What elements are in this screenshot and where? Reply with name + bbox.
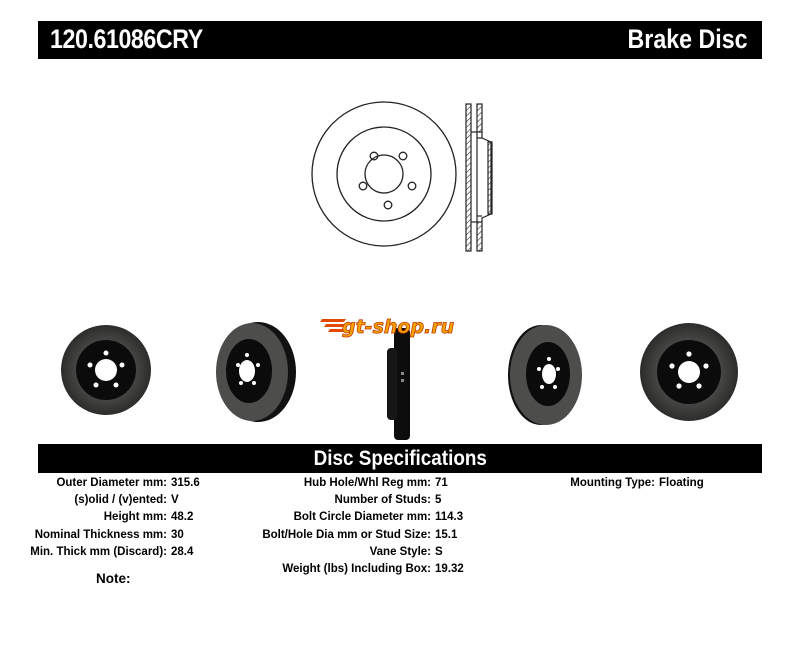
spec-value: 19.32 <box>435 562 464 575</box>
spec-value: 114.3 <box>435 511 464 524</box>
spec-label: Mounting Type: <box>570 477 655 489</box>
spec-row: Number of Studs: 5 <box>0 492 442 509</box>
spec-row: Mounting Type: Floating <box>0 475 703 492</box>
disc-photo-front-icon <box>61 325 151 415</box>
spec-value: 28.4 <box>171 545 194 558</box>
spec-value: V <box>171 494 179 507</box>
spec-label: Min. Thick mm (Discard): <box>30 545 167 558</box>
spec-label: Bolt/Hole Dia mm or Stud Size: <box>262 528 431 541</box>
spec-row: Outer Diameter mm: 315.6 <box>0 475 199 492</box>
technical-drawing <box>311 101 493 252</box>
spec-row: Weight (lbs) Including Box: 19.32 <box>0 561 463 578</box>
spec-row: Bolt Circle Diameter mm: 114.3 <box>0 509 464 526</box>
spec-label: Number of Studs: <box>334 494 431 507</box>
watermark-logo: gt-shop.ru <box>320 316 455 338</box>
product-type: Brake Disc <box>627 24 748 54</box>
disc-photo-angled-icon <box>216 322 296 422</box>
spec-row: Hub Hole/Whl Reg mm: 71 <box>0 475 448 492</box>
spec-label: Weight (lbs) Including Box: <box>282 562 431 575</box>
spec-label: Bolt Circle Diameter mm: <box>293 511 431 524</box>
note-label: Note: <box>96 571 131 586</box>
specs-title: Disc Specifications <box>313 447 487 470</box>
disc-photo-edge-icon <box>387 328 410 440</box>
spec-value: 315.6 <box>171 477 200 489</box>
disc-front-outline-icon <box>311 101 457 247</box>
spec-value: 5 <box>435 494 442 507</box>
speed-lines-icon <box>320 319 346 332</box>
spec-row: Bolt/Hole Dia mm or Stud Size: 15.1 <box>0 527 457 544</box>
disc-cross-section-icon <box>465 103 493 252</box>
spec-value: 48.2 <box>171 511 194 524</box>
spec-label: Height mm: <box>103 511 167 524</box>
spec-label: Outer Diameter mm: <box>56 477 167 489</box>
header-bar: 120.61086CRY Brake Disc <box>38 21 762 59</box>
spec-label: Vane Style: <box>369 545 431 558</box>
specs-title-bar: Disc Specifications <box>38 444 762 473</box>
spec-value: 15.1 <box>435 528 458 541</box>
spec-value: 30 <box>171 528 184 541</box>
spec-value: S <box>435 545 443 558</box>
spec-row: Min. Thick mm (Discard): 28.4 <box>0 544 193 561</box>
spec-row: Vane Style: S <box>0 544 443 561</box>
specs-column-1: Outer Diameter mm: 315.6 (s)olid / (v)ente… <box>0 475 200 561</box>
disc-photo-angled-icon <box>508 325 582 425</box>
disc-photo-front-icon <box>640 323 738 421</box>
spec-row: Nominal Thickness mm: 30 <box>0 527 184 544</box>
spec-label: Hub Hole/Whl Reg mm: <box>303 477 431 489</box>
spec-row: Height mm: 48.2 <box>0 509 194 526</box>
photo-row <box>0 300 800 445</box>
spec-row: (s)olid / (v)ented: V <box>0 492 178 509</box>
spec-value: 71 <box>435 477 448 489</box>
spec-label: (s)olid / (v)ented: <box>74 494 167 507</box>
spec-label: Nominal Thickness mm: <box>34 528 167 541</box>
part-number: 120.61086CRY <box>50 24 203 54</box>
spec-value: Floating <box>659 477 704 489</box>
watermark-text: gt-shop.ru <box>342 316 454 338</box>
specs-column-3: Mounting Type: Floating <box>0 475 703 492</box>
